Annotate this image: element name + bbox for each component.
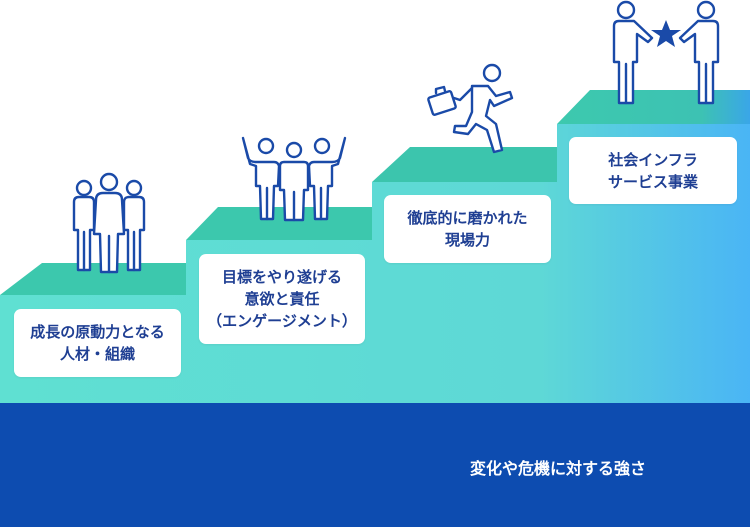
step-label-talent: 成長の原動力となる 人材・組織 [14,309,181,377]
base-caption: 変化や危機に対する強さ [470,459,647,478]
label-line: 社会インフラ [608,150,698,169]
step-label-infrastructure: 社会インフラ サービス事業 [569,137,737,204]
cheering-people-icon [241,136,347,222]
step-label-engagement: 目標をやり遂げる 意欲と責任 （エンゲージメント） [199,254,365,344]
label-line: 目標をやり遂げる [221,268,342,286]
label-line: 現場力 [444,231,490,249]
running-person-icon [427,63,514,154]
star-icon [651,20,681,47]
steps-face [0,124,750,405]
label-line: 徹底的に磨かれた [407,209,528,227]
base-band [0,403,750,527]
label-line: （エンゲージメント） [207,312,357,330]
people-group-icon [72,172,146,274]
step-3-tread [372,147,557,182]
label-line: サービス事業 [607,172,698,191]
label-line: 成長の原動力となる [30,323,165,341]
step-label-field-capability: 徹底的に磨かれた 現場力 [384,195,551,263]
label-line: 人材・組織 [59,345,135,363]
handshake-star-icon [612,0,720,105]
label-line: 意欲と責任 [244,290,320,308]
